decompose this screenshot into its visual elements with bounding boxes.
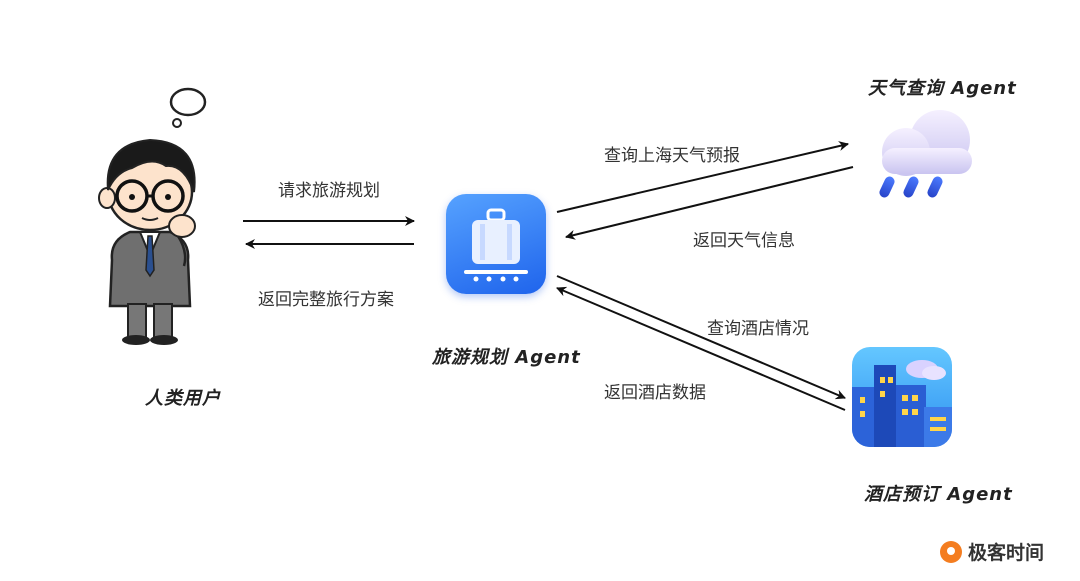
city-buildings-icon xyxy=(852,360,952,447)
watermark-text: 极客时间 xyxy=(968,542,1045,564)
weather-agent-icon xyxy=(870,108,980,204)
weather-caption: 天气查询 Agent xyxy=(868,78,1017,99)
luggage-icon xyxy=(464,208,528,282)
brand-logo-icon xyxy=(940,540,962,563)
hotel-caption: 酒店预订 Agent xyxy=(864,484,1013,505)
label-planner-to-hotel: 查询酒店情况 xyxy=(707,319,809,339)
label-weather-to-planner: 返回天气信息 xyxy=(693,231,795,251)
label-user-to-planner: 请求旅游规划 xyxy=(278,181,380,201)
user-caption: 人类用户 xyxy=(145,388,221,409)
label-planner-to-user: 返回完整旅行方案 xyxy=(258,290,394,310)
arrow-planner-to-hotel xyxy=(556,275,846,400)
planner-agent-icon xyxy=(446,194,546,294)
thinking-person-icon xyxy=(98,87,207,345)
arrow-planner-to-weather xyxy=(556,141,849,213)
arrow-hotel-to-planner xyxy=(556,286,846,411)
hotel-agent-icon xyxy=(852,347,952,447)
user-illustration xyxy=(70,80,230,350)
arrow-weather-to-planner xyxy=(565,166,854,240)
rain-cloud-icon xyxy=(879,110,972,198)
label-planner-to-weather: 查询上海天气预报 xyxy=(604,146,740,166)
watermark: 极客时间 xyxy=(940,538,1044,565)
planner-caption: 旅游规划 Agent xyxy=(432,347,581,368)
label-hotel-to-planner: 返回酒店数据 xyxy=(604,383,706,403)
